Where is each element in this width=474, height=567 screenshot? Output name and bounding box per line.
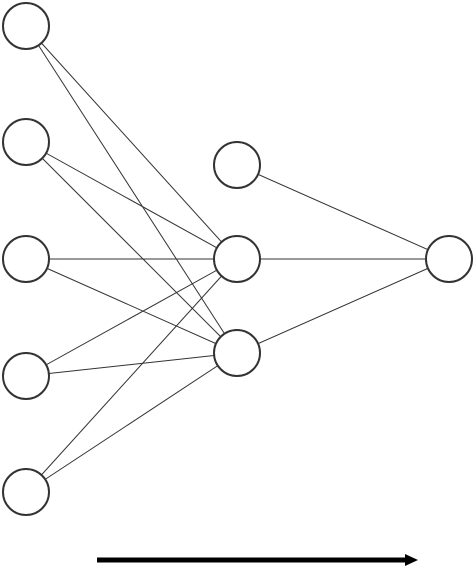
node-hidden-1 — [213, 141, 261, 189]
edge-input-2-to-hidden-2 — [25, 141, 238, 260]
node-output-1 — [425, 235, 473, 283]
arrow-head-icon — [405, 554, 418, 566]
edge-hidden-3-to-output-1 — [236, 258, 450, 354]
edge-input-5-to-hidden-3 — [25, 352, 238, 493]
node-input-2 — [2, 118, 50, 166]
edge-input-4-to-hidden-3 — [25, 352, 238, 377]
edges-layer — [25, 25, 450, 493]
edge-hidden-1-to-output-1 — [236, 164, 450, 260]
edge-input-5-to-hidden-2 — [25, 258, 238, 493]
node-input-3 — [2, 235, 50, 283]
direction-arrow — [97, 554, 418, 566]
edge-input-2-to-hidden-3 — [25, 141, 238, 354]
node-hidden-2 — [213, 235, 261, 283]
edge-input-1-to-hidden-2 — [25, 25, 238, 260]
edge-input-1-to-hidden-3 — [25, 25, 238, 354]
edge-input-3-to-hidden-3 — [25, 258, 238, 354]
node-input-5 — [2, 468, 50, 516]
edge-input-4-to-hidden-2 — [25, 258, 238, 377]
node-input-1 — [2, 2, 50, 50]
node-hidden-3 — [213, 329, 261, 377]
nodes-layer — [2, 2, 473, 516]
node-input-4 — [2, 352, 50, 400]
